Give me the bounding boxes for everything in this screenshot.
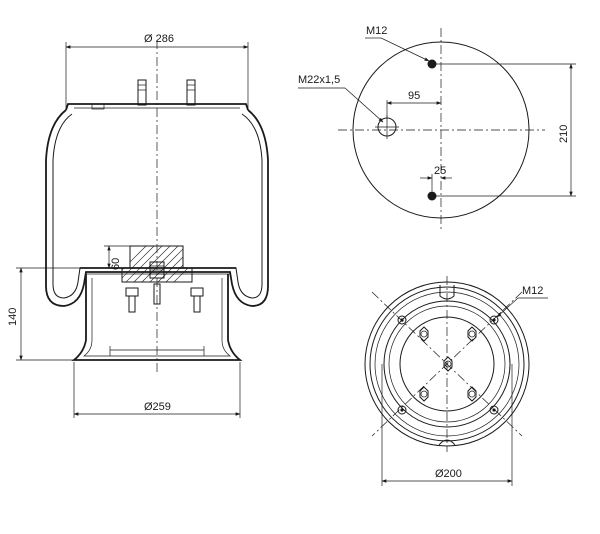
piston-body-inner	[82, 278, 232, 357]
top-view: M12 M22x1,5 95 25 210	[298, 25, 576, 232]
dim-bottom-diameter: Ø259	[144, 401, 171, 413]
bellows-outer	[45, 109, 269, 307]
dim-95: 95	[408, 90, 420, 102]
bottom-outer-holes	[397, 315, 499, 415]
dim-25: 25	[434, 165, 446, 177]
bottom-view: M12 Ø200	[364, 276, 548, 486]
dim-200: Ø200	[435, 468, 462, 480]
label-stud-thread: M12	[366, 25, 387, 37]
label-bottom-thread: M12	[522, 285, 543, 297]
dim-top-diameter: Ø 286	[144, 33, 174, 45]
piston-bolts	[125, 283, 204, 313]
dim-piston-offset: 60	[110, 258, 122, 270]
leader-m22	[344, 87, 384, 123]
dim-210: 210	[558, 125, 570, 143]
top-plate	[65, 103, 249, 111]
bellows-inner	[52, 113, 263, 299]
top-plate-crimp-left	[91, 103, 105, 110]
top-studs	[137, 79, 196, 106]
dim-height: 140	[7, 308, 19, 326]
leader-m12-top	[380, 37, 430, 62]
bottom-hex-bolts	[419, 326, 477, 402]
side-view: Ø 286 Ø259 140 60	[7, 33, 269, 418]
stud-hole-top	[427, 59, 437, 69]
stud-hole-bottom	[427, 191, 437, 201]
leader-m12-bottom	[496, 297, 519, 318]
label-port-thread: M22x1,5	[298, 74, 340, 86]
